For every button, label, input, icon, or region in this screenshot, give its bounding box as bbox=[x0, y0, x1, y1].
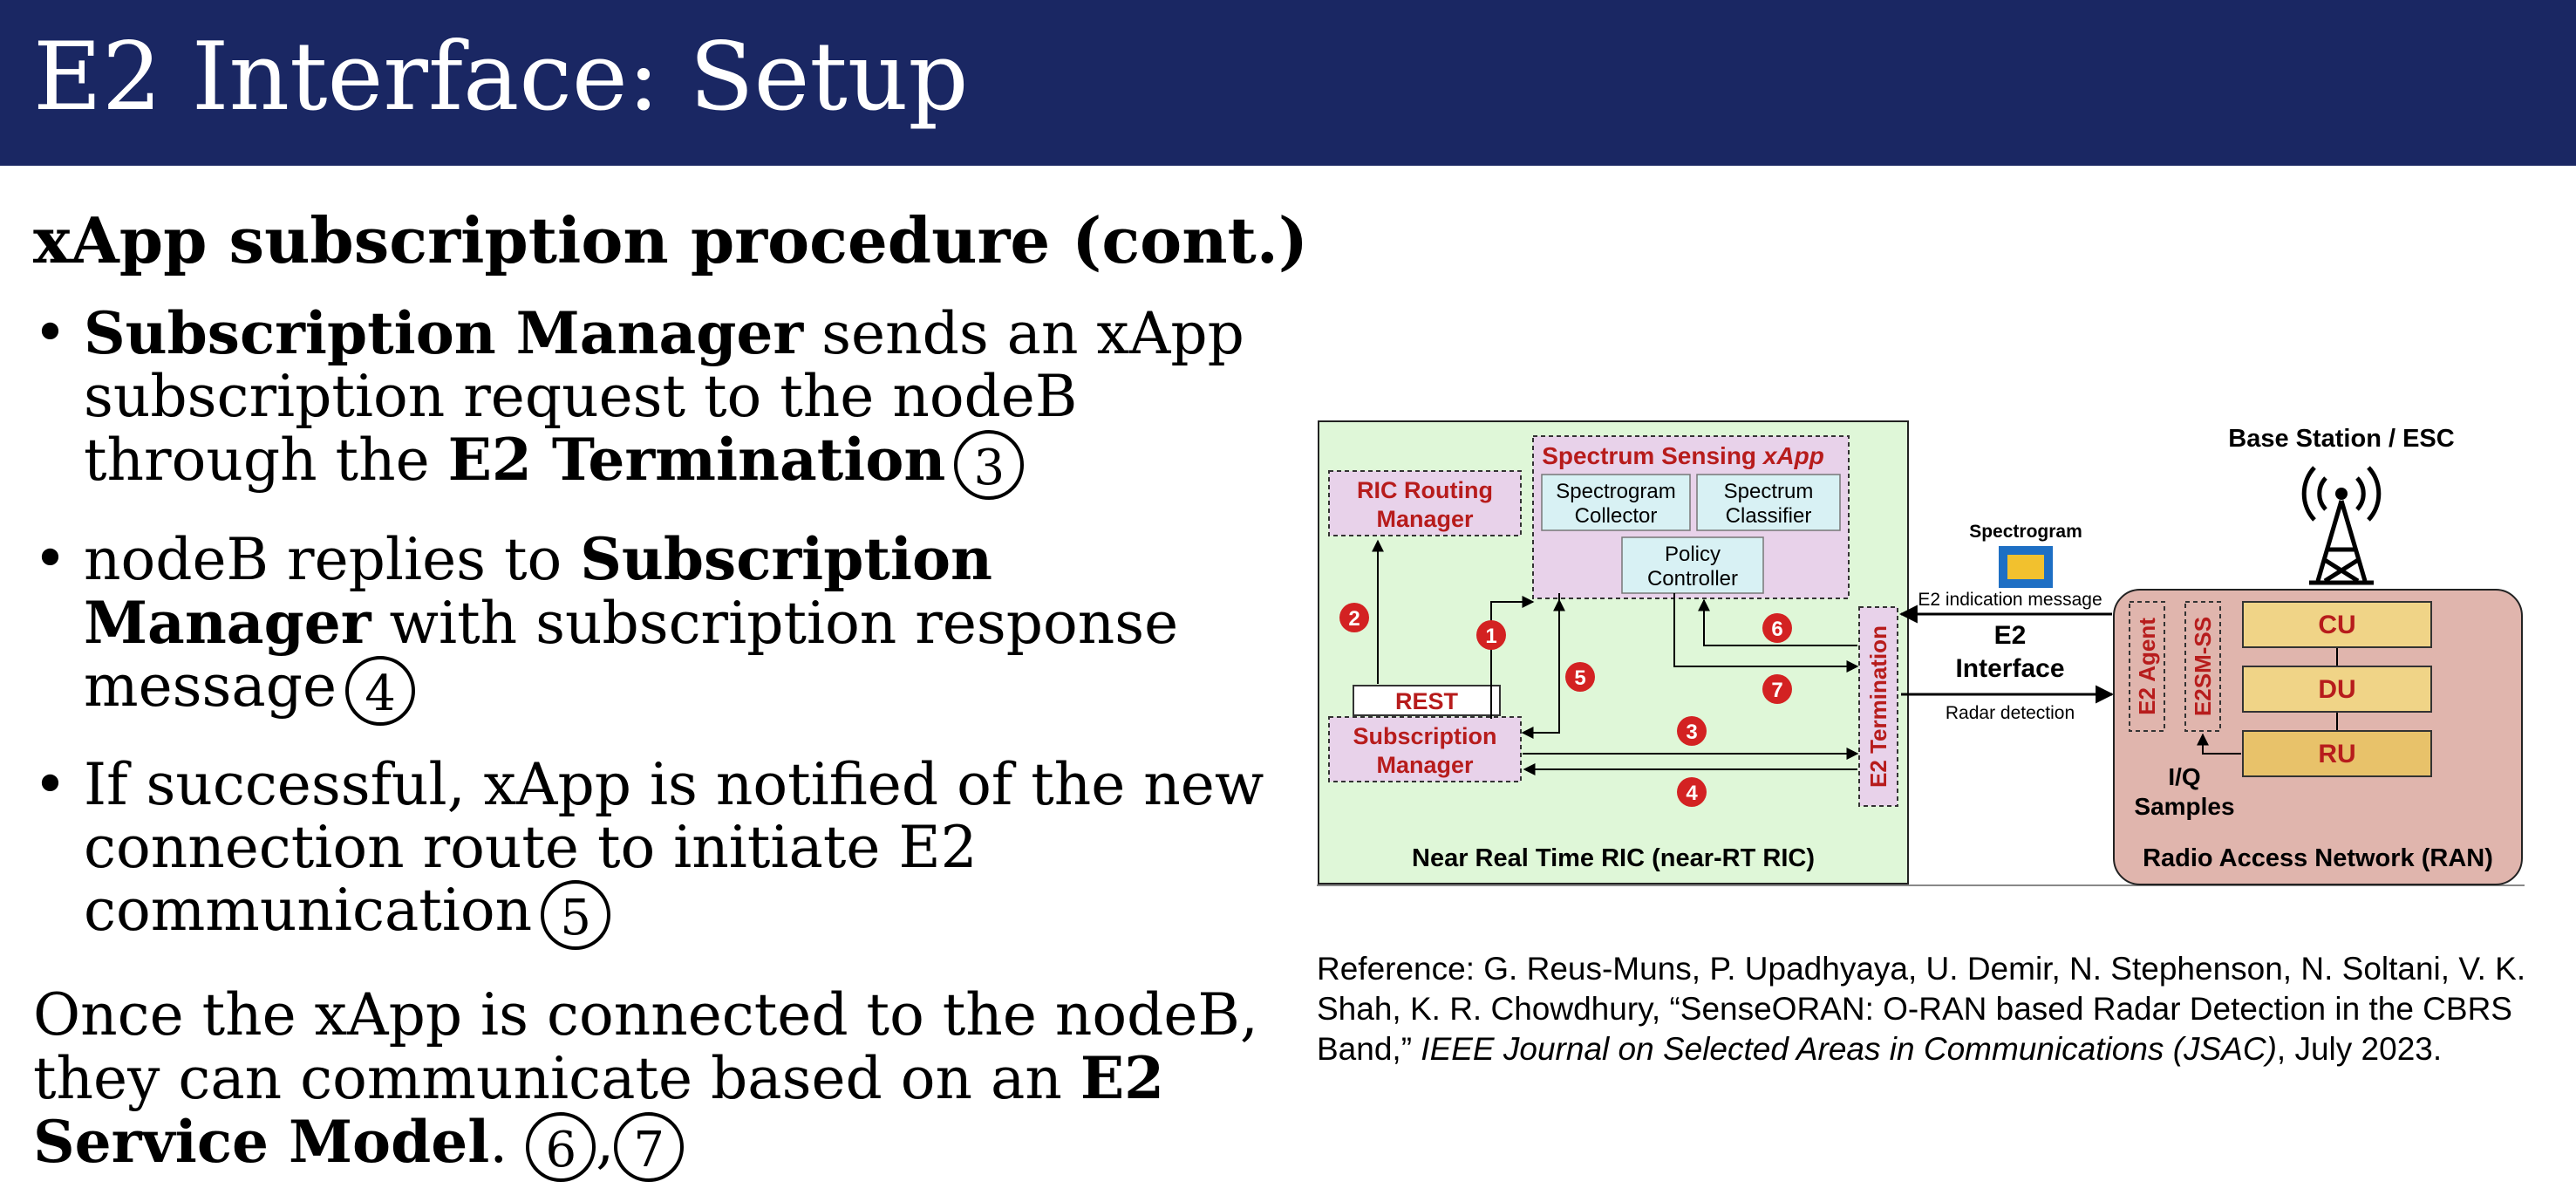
step-marker-1: 1 bbox=[1476, 620, 1506, 650]
base-station-tower-icon bbox=[2301, 466, 2382, 585]
e2sm-ss-box bbox=[2184, 601, 2221, 732]
arrow-step-7 bbox=[1673, 593, 1859, 673]
title-bar: E2 Interface: Setup bbox=[0, 0, 2576, 166]
bullet-marker: • bbox=[33, 525, 67, 592]
step-number-badge: 4 bbox=[345, 656, 416, 726]
spectrogram-icon bbox=[1999, 546, 2053, 588]
reference-citation: Reference: G. Reus-Muns, P. Upadhyaya, U… bbox=[1317, 949, 2555, 1069]
closing-comma: , bbox=[596, 1109, 615, 1176]
subscription-manager-label-line2: Manager bbox=[1376, 752, 1474, 778]
spectrogram-collector-label-line1: Spectrogram bbox=[1556, 480, 1675, 503]
section-heading: xApp subscription procedure (cont.) bbox=[33, 203, 1308, 277]
e2sm-ss-label: E2SM-SS bbox=[2190, 617, 2216, 716]
closing-text: Once the xApp is connected to the nodeB,… bbox=[33, 981, 1258, 1112]
step-marker-6: 6 bbox=[1762, 613, 1792, 643]
architecture-diagram: Near Real Time RIC (near-RT RIC) Spectru… bbox=[1317, 419, 2525, 888]
spectrum-sensing-xapp-label: Spectrum Sensing xApp bbox=[1542, 442, 1824, 469]
spectrum-classifier-label-line2: Classifier bbox=[1726, 504, 1812, 528]
step-marker-7: 7 bbox=[1762, 674, 1792, 704]
near-rt-ric-label: Near Real Time RIC (near-RT RIC) bbox=[1412, 844, 1815, 872]
bullet-text: sends an xApp subscription request to th… bbox=[84, 300, 1244, 494]
arrow-step-1 bbox=[1490, 596, 1535, 719]
policy-controller-box bbox=[1621, 536, 1764, 594]
bullet-marker: • bbox=[33, 299, 67, 366]
e2-termination-box bbox=[1858, 606, 1898, 807]
closing-paragraph: Once the xApp is connected to the nodeB,… bbox=[33, 984, 1324, 1182]
step-marker-3: 3 bbox=[1677, 716, 1707, 746]
e2-termination-label: E2 Termination bbox=[1865, 625, 1891, 788]
svg-text:2: 2 bbox=[1348, 607, 1360, 631]
svg-text:3: 3 bbox=[1686, 721, 1697, 744]
ru-box bbox=[2242, 730, 2432, 777]
ric-routing-manager-label-line2: Manager bbox=[1376, 506, 1474, 532]
svg-text:6: 6 bbox=[1771, 618, 1782, 641]
cu-box bbox=[2242, 601, 2432, 648]
closing-bold-text: E2 Service Model bbox=[33, 1044, 1165, 1176]
spectrum-classifier-box bbox=[1696, 474, 1841, 531]
radar-detection-label: Radar detection bbox=[1946, 703, 2075, 723]
subscription-manager-box bbox=[1328, 716, 1522, 782]
e2-agent-label: E2 Agent bbox=[2134, 618, 2160, 715]
bullet-item: • nodeB replies to Subscription Manager … bbox=[33, 528, 1298, 726]
step-marker-2: 2 bbox=[1339, 603, 1369, 632]
rest-api-label: REST bbox=[1395, 688, 1459, 714]
bullet-text: nodeB replies to bbox=[84, 526, 581, 593]
bullet-marker: • bbox=[33, 751, 67, 818]
e2-interface-label-line2: Interface bbox=[1955, 654, 2064, 683]
spectrogram-collector-box bbox=[1541, 474, 1691, 531]
base-station-label: Base Station / ESC bbox=[2228, 425, 2455, 453]
svg-text:7: 7 bbox=[1771, 679, 1782, 702]
step-number-badge: 6 bbox=[526, 1112, 596, 1182]
svg-text:4: 4 bbox=[1686, 782, 1698, 805]
step-number-badge: 3 bbox=[954, 430, 1025, 500]
spectrogram-collector-label-line2: Collector bbox=[1575, 504, 1658, 528]
step-marker-5: 5 bbox=[1565, 662, 1595, 692]
bullet-text: with subscription response message bbox=[84, 590, 1179, 720]
reference-text: Reference: G. Reus-Muns, P. Upadhyaya, U… bbox=[1317, 951, 2526, 1067]
du-label: DU bbox=[2318, 675, 2355, 704]
svg-text:5: 5 bbox=[1574, 666, 1585, 690]
closing-period: . bbox=[489, 1109, 508, 1176]
bullet-bold-text: Subscription Manager bbox=[84, 299, 804, 367]
step-marker-4: 4 bbox=[1677, 777, 1707, 807]
step-number-badge: 5 bbox=[541, 880, 611, 950]
svg-text:1: 1 bbox=[1485, 625, 1496, 648]
bullet-text: If successful, xApp is notified of the n… bbox=[84, 751, 1264, 944]
ric-routing-manager-label-line1: RIC Routing bbox=[1357, 477, 1493, 503]
spectrum-classifier-label-line1: Spectrum bbox=[1724, 480, 1814, 503]
e2-interface-label-line1: E2 bbox=[1994, 621, 2027, 650]
iq-samples-arrow bbox=[2197, 733, 2241, 755]
architecture-diagram-svg: Near Real Time RIC (near-RT RIC) Spectru… bbox=[1317, 420, 2525, 886]
cu-label: CU bbox=[2318, 611, 2355, 639]
bullet-item: • If successful, xApp is notified of the… bbox=[33, 754, 1298, 950]
slide-title: E2 Interface: Setup bbox=[33, 23, 969, 132]
policy-controller-label-line2: Controller bbox=[1647, 567, 1738, 591]
ru-label: RU bbox=[2318, 740, 2355, 768]
subscription-manager-label-line1: Subscription bbox=[1353, 723, 1496, 749]
ran-label: Radio Access Network (RAN) bbox=[2143, 844, 2493, 872]
bullet-item: • Subscription Manager sends an xApp sub… bbox=[33, 302, 1298, 500]
bullet-bold-text: E2 Termination bbox=[447, 426, 946, 494]
arrow-step-6 bbox=[1698, 598, 1857, 646]
reference-journal: IEEE Journal on Selected Areas in Commun… bbox=[1421, 1031, 2277, 1067]
ric-routing-manager-box bbox=[1328, 470, 1522, 536]
spectrogram-label: Spectrogram bbox=[1969, 522, 2082, 542]
bullet-bold-text: Subscription Manager bbox=[84, 525, 992, 657]
e2-agent-box bbox=[2129, 601, 2165, 732]
iq-samples-label-line2: Samples bbox=[2134, 793, 2234, 820]
policy-controller-label-line1: Policy bbox=[1665, 543, 1721, 566]
rest-api-box bbox=[1353, 685, 1501, 716]
bullet-list: • Subscription Manager sends an xApp sub… bbox=[33, 302, 1298, 978]
reference-date: , July 2023. bbox=[2276, 1031, 2443, 1067]
e2-indication-message-label: E2 indication message bbox=[1918, 590, 2102, 610]
iq-samples-label-line1: I/Q bbox=[2168, 763, 2200, 790]
step-number-badge: 7 bbox=[614, 1112, 685, 1182]
du-box bbox=[2242, 666, 2432, 713]
